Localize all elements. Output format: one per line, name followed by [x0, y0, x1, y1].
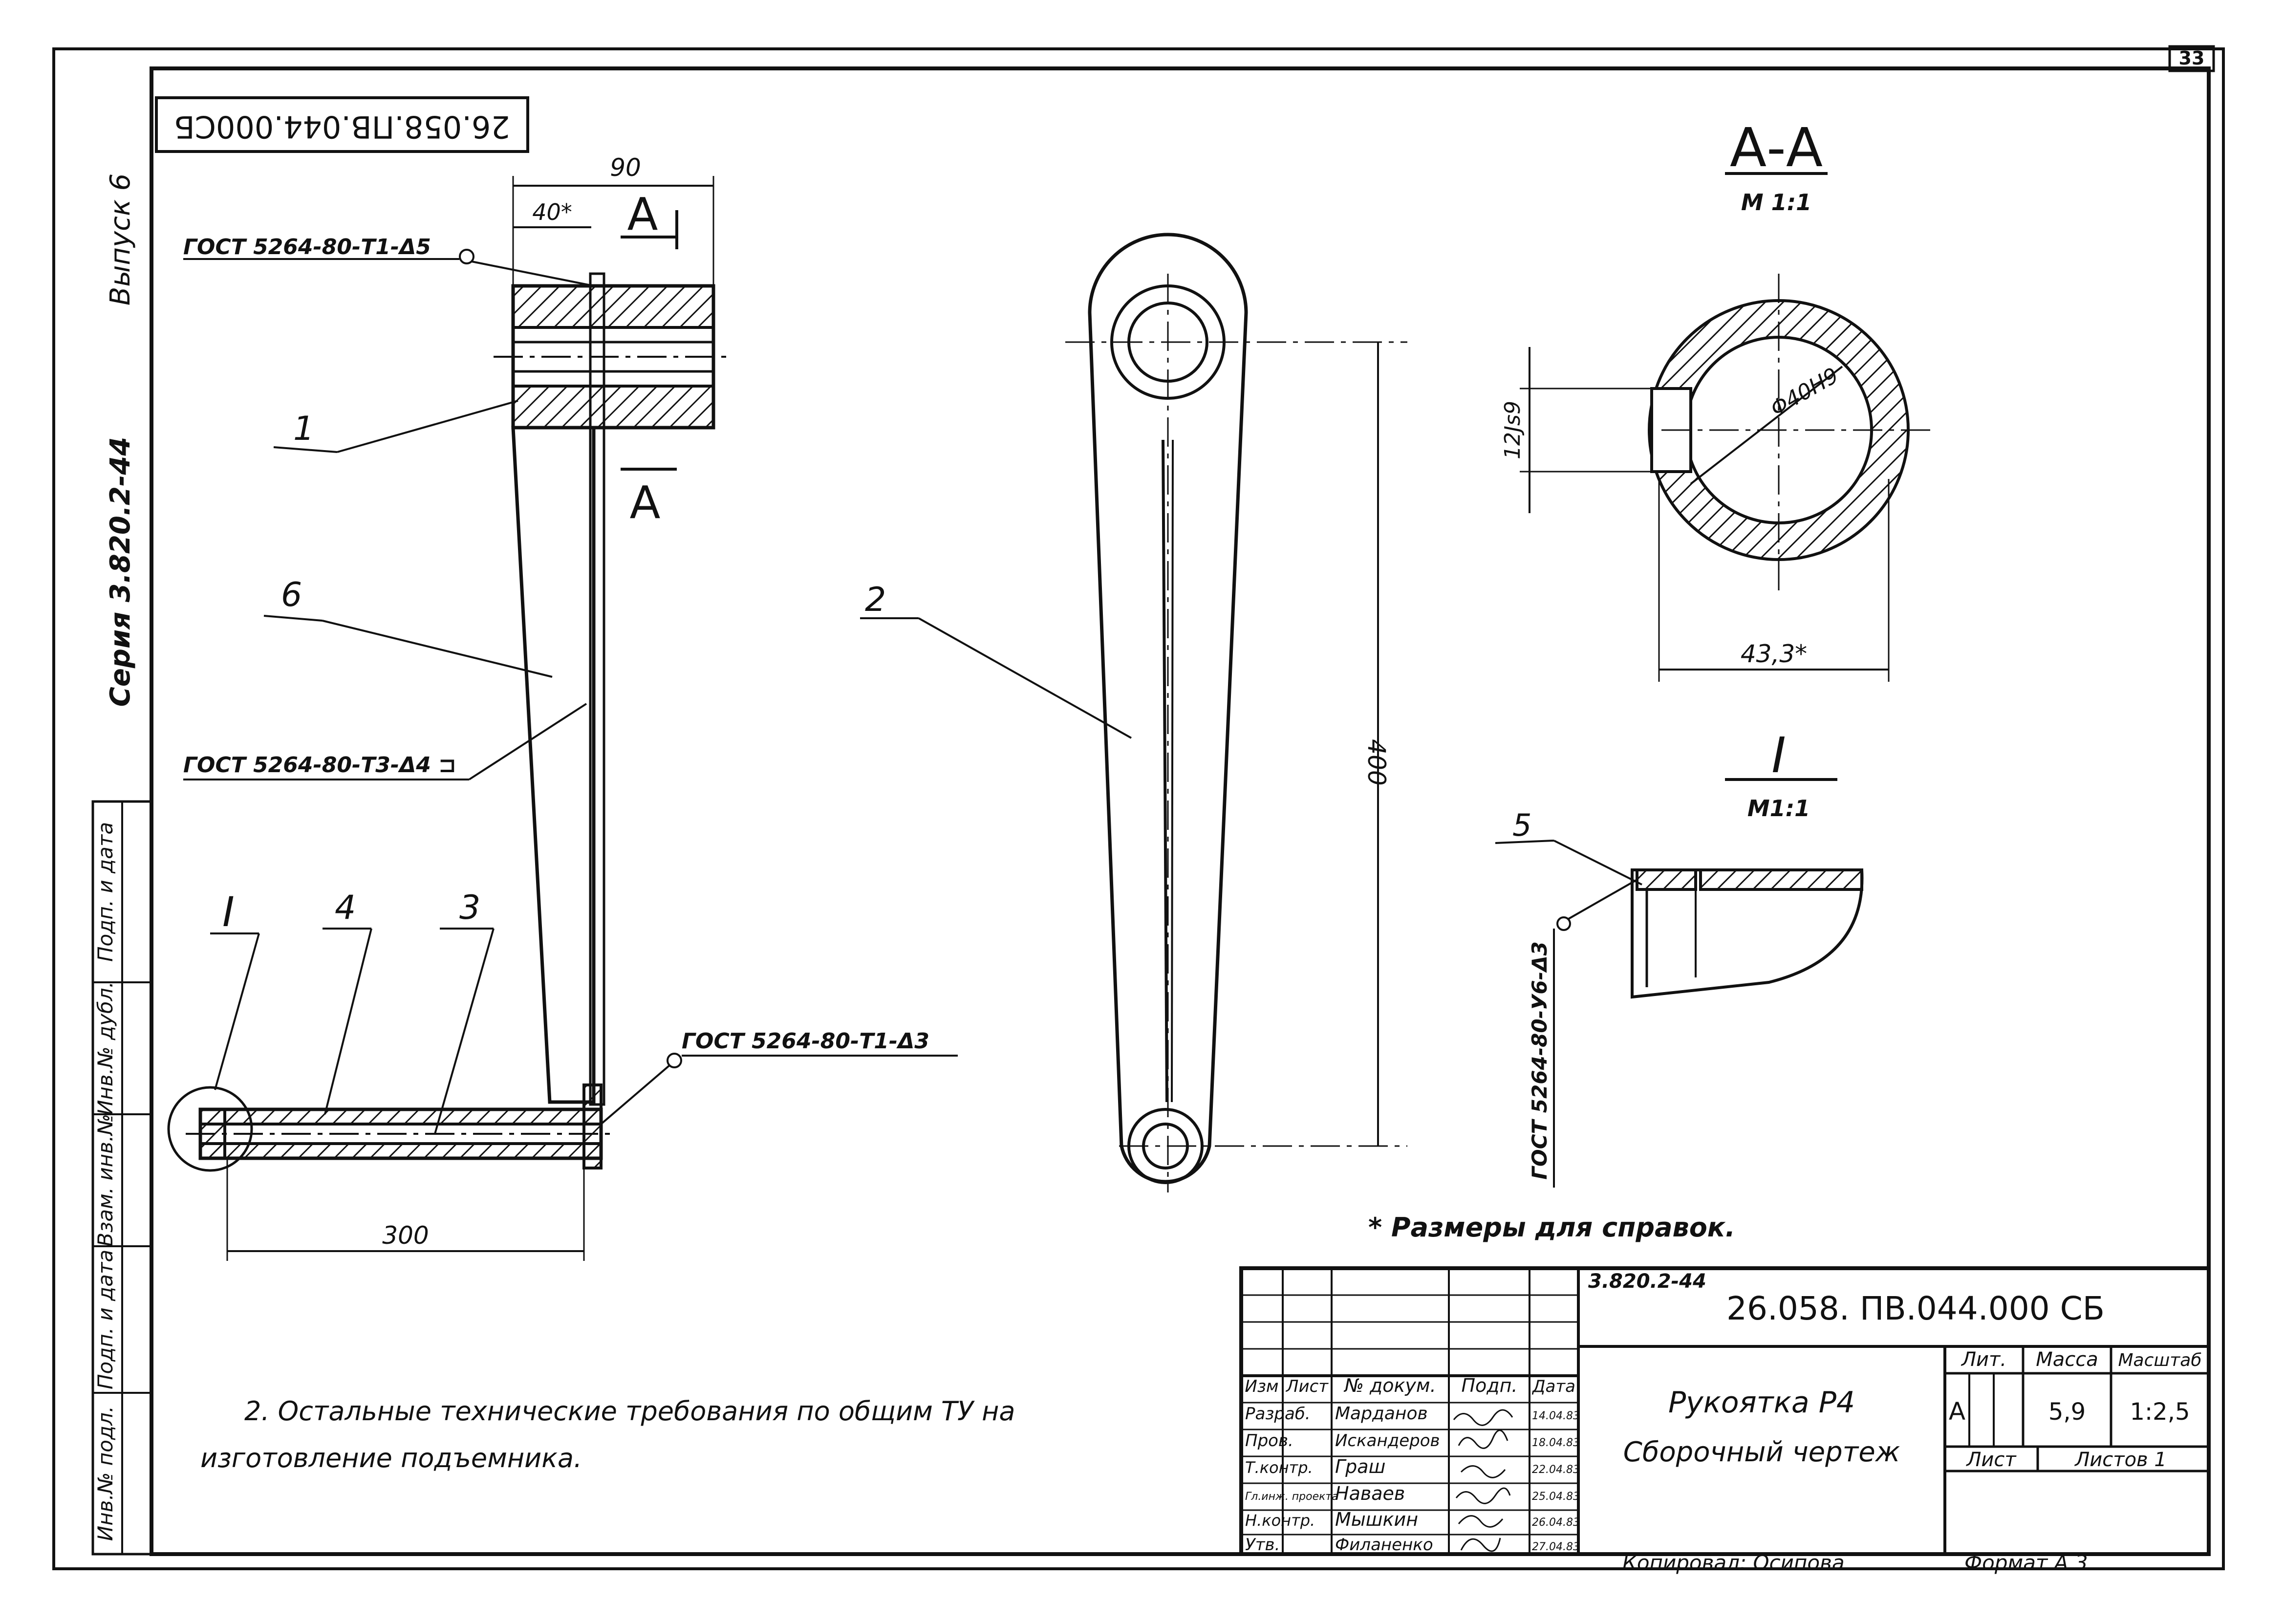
dim-40: 40* — [532, 199, 572, 225]
detail-mark-I: I — [222, 888, 235, 936]
top-code-box — [155, 96, 529, 153]
hub-bottom-wall — [512, 385, 715, 429]
mass-value: 5,9 — [2048, 1398, 2086, 1426]
top-code: 26.058.ПВ.044.000СБ — [174, 109, 510, 145]
col-sign: Подп. — [1461, 1375, 1517, 1396]
callout-2: 2 — [865, 581, 886, 619]
stamp-inv-podl: Инв.№ подл. — [93, 1406, 117, 1541]
title-block: Изм Лист № докум. Подп. Дата Разраб. Мар… — [1239, 1266, 2211, 1556]
col-list: Лист — [1285, 1377, 1329, 1396]
section-mark-bottom: А — [630, 476, 661, 529]
detail-circle — [167, 1086, 253, 1172]
dim-90: 90 — [610, 153, 641, 182]
dim-400: 400 — [1362, 739, 1391, 785]
row-date-3: 22.04.83 — [1532, 1464, 1580, 1476]
row-role-6: Утв. — [1245, 1535, 1280, 1555]
row-role-2: Пров. — [1245, 1431, 1293, 1451]
row-name-6: Филаненко — [1335, 1535, 1433, 1555]
series-label: Серия 3.820.2-44 — [105, 437, 136, 707]
sheet-number: 33 — [2179, 47, 2205, 69]
issue-label: Выпуск 6 — [105, 173, 136, 305]
row-role-1: Разраб. — [1245, 1404, 1311, 1424]
weld-label-1: ГОСТ 5264-80-Т1-Δ5 — [183, 235, 431, 260]
row-name-2: Искандеров — [1335, 1431, 1440, 1451]
part-name: Рукоятка Р4 — [1668, 1386, 1855, 1420]
lit-value: А — [1949, 1397, 1965, 1426]
dim-300: 300 — [382, 1221, 429, 1250]
row-role-5: Н.контр. — [1245, 1511, 1315, 1530]
mass-label: Масса — [2036, 1348, 2098, 1371]
row-date-4: 25.04.83 — [1532, 1491, 1580, 1503]
hub-top-wall — [512, 284, 715, 329]
detail-i: I М1:1 5 ГОСТ 5264-80-У6-Δ3 — [1495, 727, 1864, 1188]
sheet-number-box — [2168, 45, 2215, 72]
col-izm: Изм — [1245, 1377, 1278, 1396]
sheet-label: Лист — [1965, 1449, 2017, 1471]
section-aa-scale: М 1:1 — [1741, 189, 1811, 216]
callout-1: 1 — [293, 410, 314, 448]
detail-i-scale: М1:1 — [1747, 795, 1810, 822]
row-role-4: Гл.инж. проекта — [1245, 1491, 1338, 1503]
note-star: * Размеры для справок. — [1368, 1212, 1735, 1243]
series-code: 3.820.2-44 — [1588, 1270, 1706, 1293]
stamp-sign-date-2: Подп. и дата — [93, 1250, 117, 1389]
inner-frame — [150, 66, 2211, 1556]
signatures — [1453, 1409, 1513, 1552]
section-aa-title: А-А — [1730, 116, 1823, 179]
stamp-vzam-inv: Взам. инв.№ — [93, 1114, 117, 1247]
stamp-inv-dubl: Инв.№ дубл. — [93, 981, 117, 1115]
note-2: 2. Остальные технические требования по о… — [200, 1396, 1015, 1473]
weld-label-4: ГОСТ 5264-80-У6-Δ3 — [1528, 941, 1551, 1180]
row-date-5: 26.04.83 — [1532, 1516, 1580, 1529]
weld-label-2: ГОСТ 5264-80-Т3-Δ4 ⊐ — [183, 753, 456, 778]
outer-frame — [52, 47, 2225, 1570]
callout-6: 6 — [281, 576, 302, 614]
row-role-3: Т.контр. — [1245, 1458, 1313, 1477]
drawing-type: Сборочный чертеж — [1623, 1436, 1900, 1468]
row-name-1: Марданов — [1335, 1404, 1428, 1424]
dim-key: 12Js9 — [1500, 401, 1525, 459]
detail-i-title: I — [1771, 727, 1786, 784]
col-doc: № докум. — [1343, 1375, 1436, 1396]
col-date: Дата — [1531, 1377, 1575, 1396]
row-date-2: 18.04.83 — [1532, 1437, 1580, 1449]
lit-label: Лит. — [1961, 1348, 2006, 1371]
side-view: 400 2 — [860, 233, 1407, 1192]
stamp-sign-date-1: Подп. и дата — [93, 822, 117, 962]
section-mark-top: А — [627, 188, 658, 240]
callout-3: 3 — [459, 888, 480, 927]
sheets-label: Листов 1 — [2074, 1449, 2167, 1471]
note-2-wrap: 2. Остальные технические требования по о… — [200, 1396, 1015, 1473]
weld-label-3: ГОСТ 5264-80-Т1-Δ3 — [682, 1029, 929, 1054]
scale-value: 1:2,5 — [2130, 1398, 2190, 1426]
row-name-4: Наваев — [1335, 1483, 1405, 1504]
row-name-3: Граш — [1335, 1456, 1385, 1477]
callout-5: 5 — [1512, 807, 1531, 843]
doc-code: 26.058. ПВ.044.000 СБ — [1726, 1290, 2105, 1327]
format-label: Формат А 3 — [1964, 1551, 2088, 1575]
main-view: 90 40* А А ГОСТ 5264-80-Т1-Δ5 ГОСТ 5264-… — [167, 153, 958, 1261]
callout-4: 4 — [335, 888, 356, 927]
row-name-5: Мышкин — [1335, 1509, 1418, 1530]
row-date-1: 14.04.83 — [1532, 1410, 1580, 1422]
dim-outer: 43,3* — [1741, 640, 1807, 668]
copied-by: Копировал: Осипова — [1622, 1551, 1845, 1575]
row-date-6: 27.04.83 — [1532, 1541, 1580, 1553]
section-aa: А-А М 1:1 Φ40Н9 12Js9 43,3* — [1500, 116, 1930, 682]
scale-label: Масштаб — [2118, 1350, 2201, 1370]
